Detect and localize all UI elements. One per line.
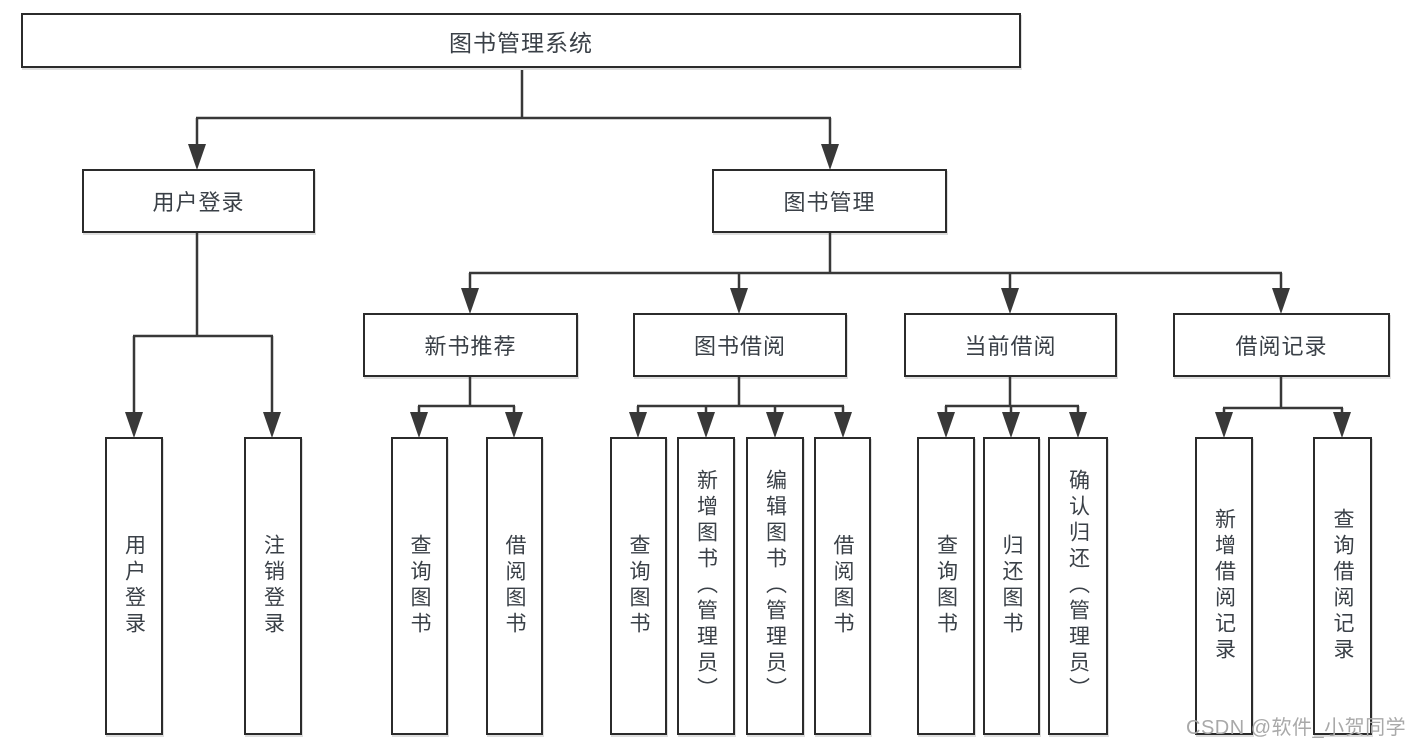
node-leaf-query-books-recommend: 查询图书 bbox=[391, 437, 448, 735]
leaf-label: 新增图书（管理员） bbox=[694, 469, 718, 703]
node-leaf-confirm-return-admin: 确认归还（管理员） bbox=[1048, 437, 1108, 735]
node-leaf-add-borrow-record: 新增借阅记录 bbox=[1195, 437, 1253, 735]
node-user-login: 用户登录 bbox=[82, 169, 315, 233]
leaf-label: 新增借阅记录 bbox=[1212, 508, 1236, 664]
leaf-label: 借阅图书 bbox=[831, 534, 854, 638]
leaf-label: 编辑图书（管理员） bbox=[763, 469, 787, 703]
node-leaf-borrow-books: 借阅图书 bbox=[814, 437, 871, 735]
node-borrow-records: 借阅记录 bbox=[1173, 313, 1390, 377]
leaf-label: 查询图书 bbox=[627, 534, 650, 638]
node-leaf-query-books-borrowing: 查询图书 bbox=[610, 437, 667, 735]
node-leaf-user-login: 用户登录 bbox=[105, 437, 163, 735]
arrowheads bbox=[125, 144, 1351, 438]
leaf-label: 确认归还（管理员） bbox=[1066, 469, 1090, 703]
leaf-label: 查询图书 bbox=[934, 534, 958, 638]
node-book-management: 图书管理 bbox=[712, 169, 947, 233]
node-library-management-system: 图书管理系统 bbox=[21, 13, 1021, 68]
node-new-book-recommend: 新书推荐 bbox=[363, 313, 578, 377]
node-leaf-query-borrow-record: 查询借阅记录 bbox=[1313, 437, 1372, 735]
leaf-label: 查询借阅记录 bbox=[1331, 508, 1354, 664]
leaf-label: 注销登录 bbox=[261, 534, 285, 638]
node-leaf-edit-books-admin: 编辑图书（管理员） bbox=[746, 437, 804, 735]
node-leaf-borrow-books-recommend: 借阅图书 bbox=[486, 437, 543, 735]
node-book-borrowing: 图书借阅 bbox=[633, 313, 847, 377]
node-leaf-query-books-current: 查询图书 bbox=[917, 437, 975, 735]
leaf-label: 借阅图书 bbox=[503, 534, 526, 638]
csdn-watermark: CSDN @软件_小贺同学 bbox=[1186, 717, 1405, 739]
node-leaf-return-books: 归还图书 bbox=[983, 437, 1040, 735]
leaf-label: 用户登录 bbox=[122, 534, 146, 638]
leaf-label: 归还图书 bbox=[1000, 534, 1023, 638]
leaf-label: 查询图书 bbox=[408, 534, 431, 638]
node-leaf-add-books-admin: 新增图书（管理员） bbox=[677, 437, 735, 735]
node-current-borrowing: 当前借阅 bbox=[904, 313, 1117, 377]
node-leaf-logout: 注销登录 bbox=[244, 437, 302, 735]
